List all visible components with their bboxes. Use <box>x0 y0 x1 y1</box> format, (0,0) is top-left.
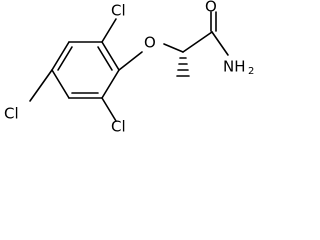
chlorine-top-label: Cl <box>111 2 126 20</box>
bond-ring-to-oxygen <box>118 51 143 71</box>
benzene-ring <box>51 41 120 99</box>
bond-oxygen-to-chiral-carbon <box>163 43 184 53</box>
carbonyl-oxygen-label: O <box>205 0 217 16</box>
ether-oxygen-label: O <box>144 34 156 52</box>
amine-subscript-label: 2 <box>248 66 254 77</box>
chlorine-right-label: Cl <box>111 118 126 136</box>
ring-inner-bond-2 <box>57 46 73 71</box>
ring-bond-c6-c1 <box>101 69 120 99</box>
bond-ring-to-cl-right <box>101 97 117 122</box>
substituent-bonds <box>29 11 229 122</box>
ring-bond-c3-c4 <box>51 41 70 71</box>
bond-chiral-carbon-to-carbonyl <box>182 31 213 53</box>
ring-bond-c1-c2 <box>101 41 120 71</box>
bond-carbonyl-to-amine <box>211 31 229 56</box>
chlorine-left-label: Cl <box>4 105 19 123</box>
bond-ring-to-cl-left <box>29 69 53 102</box>
hashed-wedge-methyl <box>176 57 190 77</box>
chemical-structure: Cl Cl Cl O O NH 2 <box>4 0 254 136</box>
ring-bond-c4-c5 <box>51 69 70 99</box>
amine-label: NH <box>223 58 246 76</box>
ring-inner-bond-1 <box>97 46 113 71</box>
bond-ring-to-cl-top <box>101 18 117 43</box>
